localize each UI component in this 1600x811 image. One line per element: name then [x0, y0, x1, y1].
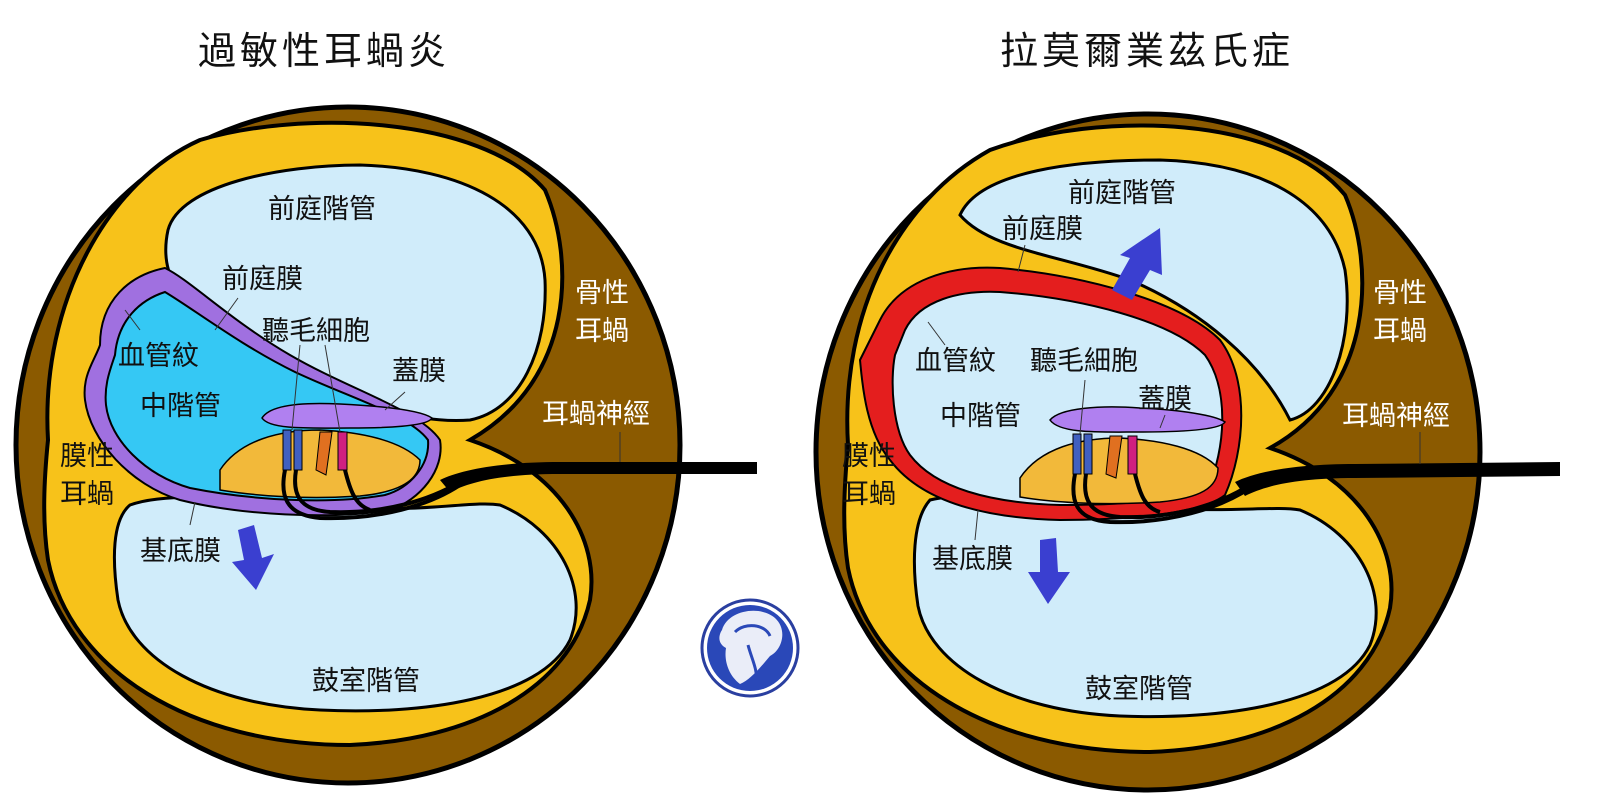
right-label-tectorial-membrane: 蓋膜	[1138, 384, 1192, 415]
right-outer-hair-cell	[1127, 435, 1138, 475]
left-cochlear-nerve-shape	[440, 462, 757, 492]
right-label-scala-vestibuli: 前庭階管	[1068, 178, 1176, 209]
left-leader-hair-cells-1	[291, 344, 301, 431]
left-label-stria-vascularis: 血管紋	[118, 341, 199, 372]
right-cochlea: 前庭階管 前庭膜 骨性 耳蝸 血管紋 聽毛細胞 蓋膜 中階管 耳蝸神經 膜性 耳…	[813, 111, 1560, 793]
left-label-tectorial-membrane: 蓋膜	[392, 356, 446, 387]
left-outer-hair-cell	[337, 431, 348, 471]
left-cochlea: 前庭階管 前庭膜 聽毛細胞 血管紋 蓋膜 中階管 骨性 耳蝸 耳蝸神經 膜性 耳…	[13, 104, 757, 786]
logo-head-icon	[700, 598, 800, 698]
left-label-hair-cells: 聽毛細胞	[262, 316, 370, 347]
right-label-bony-cochlea-2: 耳蝸	[1373, 316, 1427, 347]
right-scala-vestibuli-shape	[958, 158, 1349, 422]
left-label-cochlear-nerve: 耳蝸神經	[542, 399, 650, 430]
right-tectorial-membrane-shape	[1049, 406, 1227, 433]
right-nerve-fiber-1	[1071, 473, 1252, 525]
right-label-cochlear-nerve: 耳蝸神經	[1342, 401, 1450, 432]
left-leader-basilar	[189, 501, 196, 526]
right-hair-cell-2	[1083, 433, 1093, 475]
right-label-membranous-cochlea-1: 膜性	[842, 441, 896, 472]
right-leader-basilar	[974, 509, 979, 541]
right-leader-vestibular-membrane	[1017, 244, 1026, 273]
left-tectorial-membrane-shape	[261, 402, 433, 429]
left-label-bony-cochlea-2: 耳蝸	[575, 316, 629, 347]
left-label-membranous-cochlea-2: 耳蝸	[60, 479, 114, 510]
right-label-basilar-membrane: 基底膜	[932, 544, 1013, 575]
right-diagram-title: 拉莫爾業茲氏症	[1000, 29, 1295, 73]
right-leader-hair-cells	[1079, 379, 1086, 435]
right-pillar-cell	[1105, 435, 1123, 479]
left-down-arrow-icon	[232, 525, 274, 590]
right-label-scala-tympani: 鼓室階管	[1085, 674, 1193, 705]
left-leader-vestibular-membrane	[214, 297, 239, 331]
right-hair-cell-1	[1072, 433, 1082, 475]
right-label-stria-vascularis: 血管紋	[915, 346, 996, 377]
left-nerve-fiber-1	[281, 469, 462, 521]
left-label-bony-cochlea-1: 骨性	[575, 278, 629, 309]
left-label-scala-tympani: 鼓室階管	[312, 666, 420, 697]
right-leader-stria	[927, 321, 946, 346]
right-label-vestibular-membrane: 前庭膜	[1002, 214, 1083, 245]
right-down-arrow-icon	[1028, 538, 1070, 604]
left-leader-tectorial	[384, 391, 406, 411]
right-up-arrow-icon	[1112, 228, 1162, 300]
left-leader-hair-cells-2	[324, 344, 341, 433]
right-label-scala-media: 中階管	[940, 401, 1021, 432]
left-label-scala-media: 中階管	[140, 391, 221, 422]
left-label-membranous-cochlea-1: 膜性	[60, 441, 114, 472]
left-nerve-fiber-3	[343, 469, 371, 512]
right-label-membranous-cochlea-2: 耳蝸	[842, 479, 896, 510]
right-nerve-fiber-3	[1133, 473, 1161, 514]
left-leader-stria	[124, 309, 141, 331]
left-label-basilar-membrane: 基底膜	[140, 536, 221, 567]
right-nerve-fiber-2	[1083, 473, 1252, 520]
left-hair-cell-2	[293, 429, 303, 471]
left-hair-cell-1	[282, 429, 292, 471]
left-diagram-title: 過敏性耳蝸炎	[198, 29, 451, 73]
left-label-vestibular-membrane: 前庭膜	[222, 264, 303, 295]
left-pillar-cell	[315, 431, 333, 476]
right-label-hair-cells: 聽毛細胞	[1030, 346, 1138, 377]
right-label-bony-cochlea-1: 骨性	[1373, 278, 1427, 309]
right-leader-tectorial	[1159, 414, 1166, 429]
left-nerve-fiber-2	[293, 469, 462, 515]
right-cochlear-nerve-shape	[1235, 462, 1560, 496]
left-label-scala-vestibuli: 前庭階管	[268, 194, 376, 225]
